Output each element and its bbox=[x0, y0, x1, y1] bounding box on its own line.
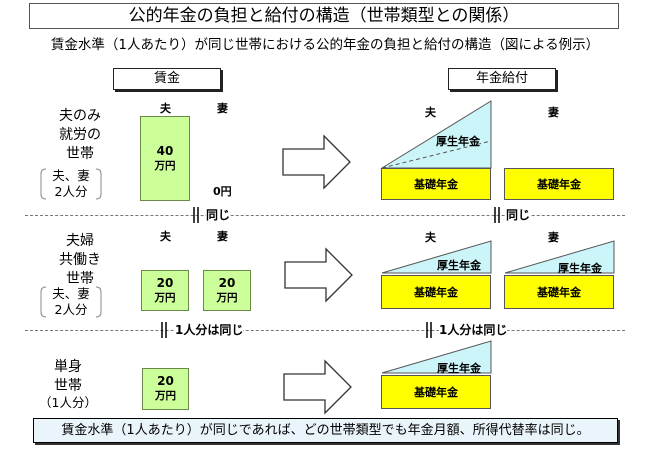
label-line: 夫のみ bbox=[59, 108, 101, 124]
label-line: 2人分 bbox=[54, 184, 88, 199]
pension-equal-note: 1人分は同じ bbox=[439, 323, 508, 337]
wife-label: 妻 bbox=[217, 102, 228, 115]
wage-unit: 万円 bbox=[154, 291, 176, 304]
employee-pension-label: 厚生年金 bbox=[436, 135, 480, 148]
diagram-subtitle: 賃金水準（1人あたり）が同じ世帯における公的年金の負担と給付の構造（図による例示… bbox=[50, 37, 600, 53]
label-line: 世帯 bbox=[66, 146, 94, 162]
employee-pension-wedge-wife bbox=[504, 240, 615, 274]
basic-pension-husband: 基礎年金 bbox=[381, 168, 491, 200]
equal-mark-icon bbox=[161, 322, 167, 338]
wage-amount: 40 bbox=[156, 143, 174, 158]
wage-wife-zero: 0円 bbox=[213, 185, 232, 198]
employee-pension-wedge-husband bbox=[381, 240, 492, 274]
row3-persons-note: （1人分） bbox=[39, 395, 97, 410]
pension-equal-note: 同じ bbox=[506, 208, 531, 222]
husband-label: 夫 bbox=[425, 231, 436, 244]
label-line: 2人分 bbox=[54, 302, 88, 317]
wage-equal-note: 同じ bbox=[206, 208, 231, 222]
wage-unit: 万円 bbox=[154, 159, 176, 172]
wage-unit: 万円 bbox=[155, 390, 176, 402]
arrow-right-icon bbox=[282, 134, 351, 190]
wage-column-header: 賃金 bbox=[113, 68, 221, 90]
separator-line bbox=[25, 330, 625, 331]
basic-pension-single: 基礎年金 bbox=[381, 375, 491, 409]
employee-pension-label: 厚生年金 bbox=[437, 362, 481, 375]
arrow-right-icon bbox=[283, 359, 352, 415]
row2-household-label: 夫婦 共働き 世帯 bbox=[40, 232, 120, 289]
wife-label: 妻 bbox=[217, 230, 228, 243]
label-line: 世帯 bbox=[66, 271, 94, 287]
bracket-icon bbox=[40, 168, 102, 200]
pension-column-header: 年金給付 bbox=[448, 68, 556, 90]
wage-amount: 20 bbox=[157, 374, 174, 388]
basic-pension-husband: 基礎年金 bbox=[381, 275, 491, 309]
row3-household-label: 単身 世帯 bbox=[38, 358, 98, 396]
label-line: 夫、妻 bbox=[52, 286, 90, 301]
conclusion-box: 賃金水準（1人あたり）が同じであれば、どの世帯類型でも年金月額、所得代替率は同じ… bbox=[33, 418, 618, 443]
husband-label: 夫 bbox=[160, 102, 171, 115]
arrow-right-icon bbox=[284, 247, 353, 303]
wage-bar-wife: 20 万円 bbox=[203, 270, 251, 311]
row1-persons-note: 夫、妻 2人分 bbox=[40, 168, 102, 200]
wage-equal-note: 1人分は同じ bbox=[175, 323, 244, 337]
diagram-title: 公的年金の負担と給付の構造（世帯類型との関係） bbox=[29, 3, 619, 29]
label-line: 共働き bbox=[59, 252, 101, 268]
wage-amount: 20 bbox=[218, 275, 236, 290]
wage-amount: 20 bbox=[156, 275, 174, 290]
bracket-icon bbox=[40, 286, 102, 318]
basic-pension-wife: 基礎年金 bbox=[504, 275, 614, 309]
row1-household-label: 夫のみ 就労の 世帯 bbox=[40, 107, 120, 164]
label-line: 世帯 bbox=[54, 378, 82, 394]
employee-pension-label: 厚生年金 bbox=[437, 259, 481, 272]
wife-label: 妻 bbox=[548, 231, 559, 244]
separator-line bbox=[25, 215, 625, 216]
employee-pension-wedge-single bbox=[381, 340, 492, 374]
wife-label: 妻 bbox=[548, 106, 559, 119]
wage-bar-husband: 20 万円 bbox=[141, 270, 189, 311]
husband-label: 夫 bbox=[425, 106, 436, 119]
employee-pension-label: 厚生年金 bbox=[558, 262, 602, 275]
label-line: 単身 bbox=[54, 359, 82, 375]
wage-unit: 万円 bbox=[216, 291, 238, 304]
label-line: 就労の bbox=[59, 127, 101, 143]
equal-mark-icon bbox=[494, 207, 500, 223]
label-line: 夫、妻 bbox=[52, 168, 90, 183]
row2-persons-note: 夫、妻 2人分 bbox=[40, 286, 102, 318]
equal-mark-icon bbox=[193, 207, 199, 223]
label-line: 夫婦 bbox=[66, 233, 94, 249]
wage-bar-single: 20 万円 bbox=[142, 368, 189, 410]
husband-label: 夫 bbox=[160, 230, 171, 243]
equal-mark-icon bbox=[426, 322, 432, 338]
wage-bar-husband: 40 万円 bbox=[140, 116, 190, 201]
basic-pension-wife: 基礎年金 bbox=[504, 168, 614, 200]
